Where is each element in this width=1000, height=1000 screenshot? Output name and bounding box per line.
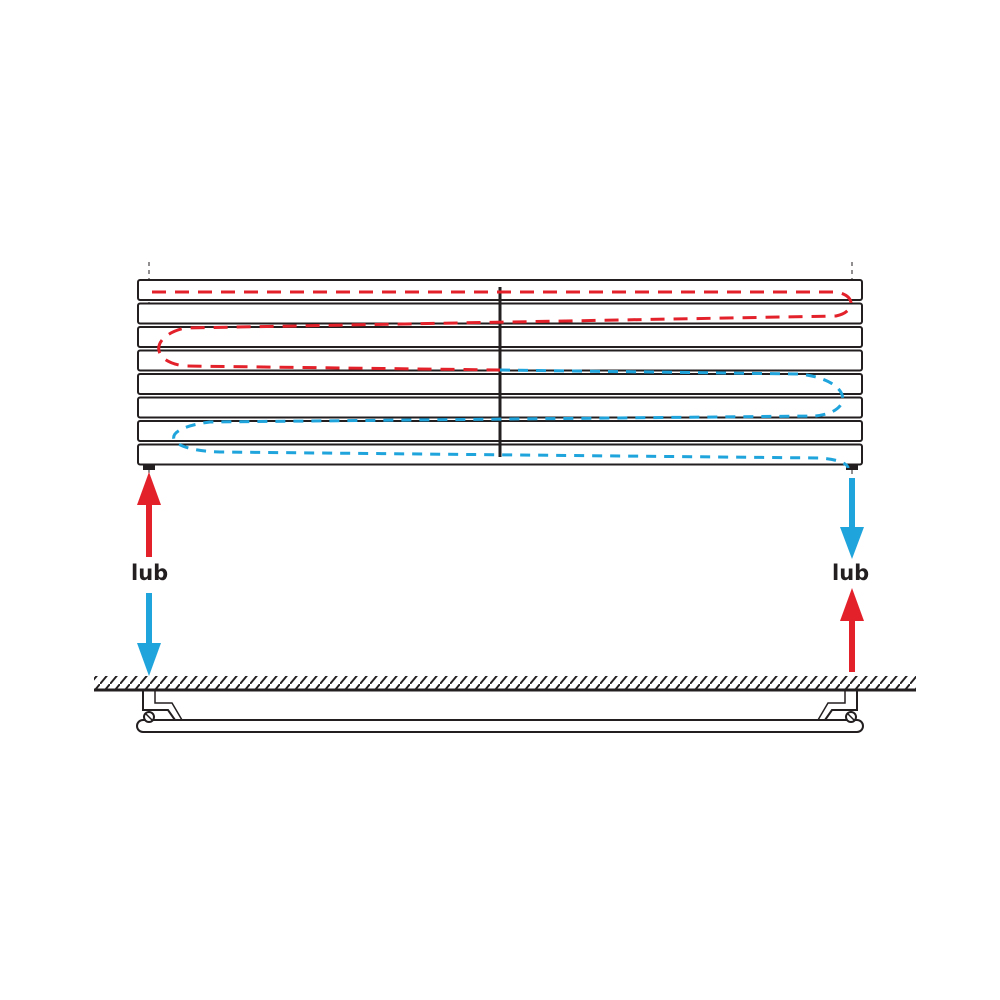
right-or-label: lub — [832, 561, 869, 585]
left-wall-bracket — [142, 691, 176, 721]
floor-hatching — [94, 676, 916, 692]
radiator-top-view — [136, 691, 864, 733]
right-connection-stub — [846, 464, 858, 470]
left-return-arrow — [137, 593, 161, 676]
right-wall-bracket — [824, 691, 858, 721]
left-connection-stub — [143, 464, 155, 470]
right-return-arrow — [840, 478, 864, 559]
left-supply-arrow — [137, 472, 161, 557]
top-view-tube — [136, 719, 864, 733]
supply-flow-path — [152, 290, 853, 372]
return-flow-path — [172, 368, 850, 469]
right-supply-arrow — [840, 588, 864, 672]
left-or-label: lub — [131, 561, 168, 585]
